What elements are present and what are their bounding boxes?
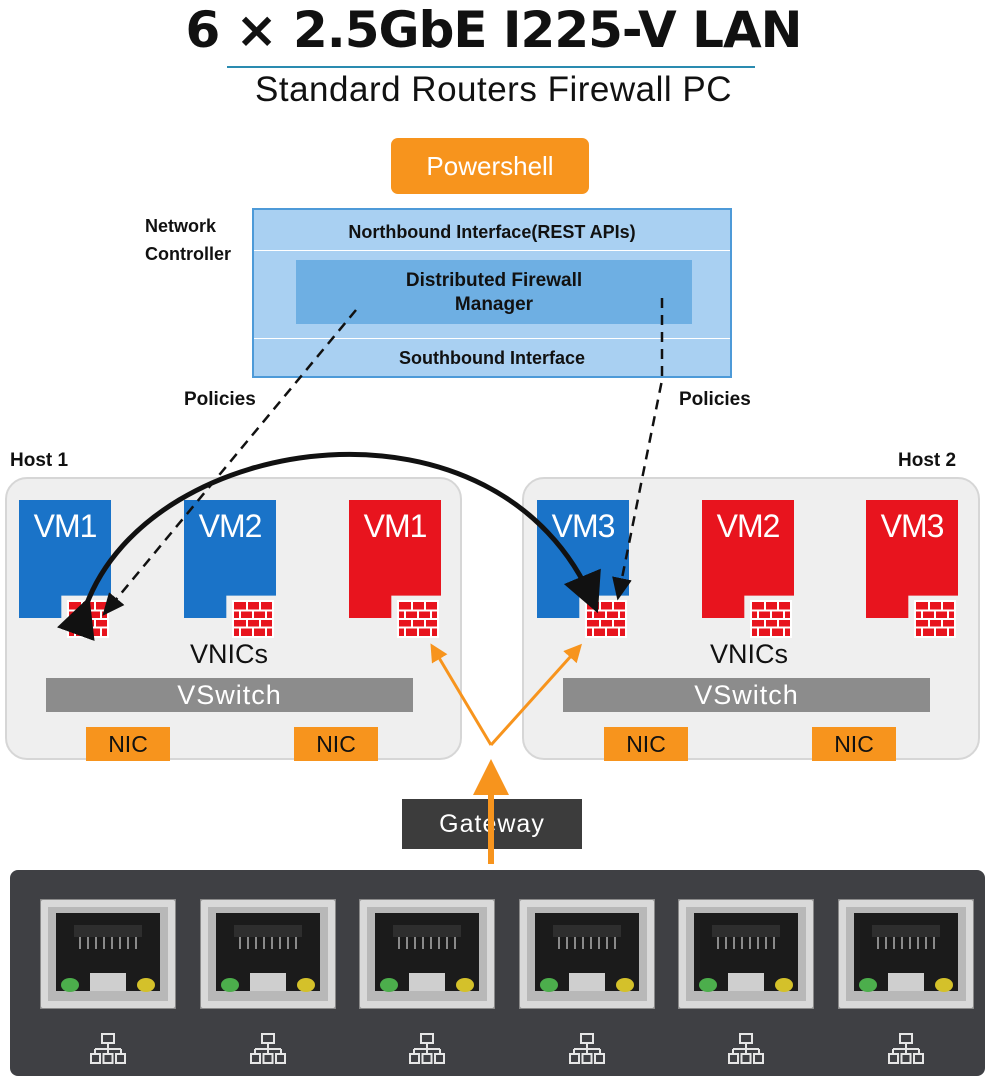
vm-label: VM3 <box>551 508 616 544</box>
host2-vswitch: VSwitch <box>563 678 930 712</box>
network-icon <box>568 1032 605 1071</box>
policies-label-left: Policies <box>184 389 256 410</box>
vm-migration-arrow <box>56 451 601 642</box>
dfm-line2: Manager <box>454 294 534 315</box>
host2-vnics-label: VNICs <box>710 639 789 669</box>
host2-label: Host 2 <box>898 450 957 471</box>
distributed-firewall-manager: Distributed Firewall Manager <box>296 260 692 324</box>
gateway-arrow-left <box>430 643 493 746</box>
ethernet-port-2 <box>198 898 337 1010</box>
vm-label: VM1 <box>33 508 98 544</box>
network-controller-label-line2: Controller <box>145 244 232 264</box>
gateway-arrow-right <box>489 643 583 747</box>
host1-vswitch: VSwitch <box>46 678 413 712</box>
network-icon <box>409 1032 445 1071</box>
ethernet-port-1 <box>39 898 177 1010</box>
vm-label: VM1 <box>363 508 428 544</box>
host2-vm2-red: VM2 <box>702 500 794 638</box>
powershell-box: Powershell <box>391 138 589 194</box>
ethernet-port-3 <box>358 898 496 1010</box>
host2-nic-2: NIC <box>812 727 896 761</box>
firewall-icon <box>750 600 792 638</box>
southbound-interface: Southbound Interface <box>254 338 730 377</box>
host1-label: Host 1 <box>10 450 69 471</box>
policy-arrow-left <box>102 309 357 616</box>
ethernet-port-4 <box>517 898 656 1010</box>
vm-label: VM2 <box>716 508 781 544</box>
page-title: 6 × 2.5GbE I225-V LAN <box>185 1 802 59</box>
network-icon <box>90 1032 126 1071</box>
network-controller-box: Northbound Interface(REST APIs) Distribu… <box>252 208 732 378</box>
host2-nic-1: NIC <box>604 727 688 761</box>
ethernet-port-6 <box>836 898 975 1010</box>
host1-nic-1: NIC <box>86 727 170 761</box>
lan-port-panel <box>10 870 985 1076</box>
network-icon <box>249 1032 286 1071</box>
network-icon <box>728 1032 764 1071</box>
vm-label: VM3 <box>880 508 945 544</box>
network-icon <box>887 1032 924 1071</box>
host1-nic-2: NIC <box>294 727 378 761</box>
dfm-line1: Distributed Firewall <box>405 270 583 291</box>
title-divider <box>227 66 755 68</box>
policy-arrow-right <box>612 298 664 601</box>
network-controller-label: Network Controller <box>145 212 255 268</box>
vm-label: VM2 <box>198 508 263 544</box>
policies-label-right: Policies <box>679 389 751 410</box>
firewall-icon <box>914 600 956 638</box>
northbound-interface: Northbound Interface(REST APIs) <box>254 214 730 251</box>
host1-vnics-label: VNICs <box>190 639 269 669</box>
ethernet-port-5 <box>677 898 815 1010</box>
host2-vm3-red: VM3 <box>866 500 958 638</box>
network-controller-label-line1: Network <box>145 216 217 236</box>
page-subtitle: Standard Routers Firewall PC <box>255 70 732 109</box>
